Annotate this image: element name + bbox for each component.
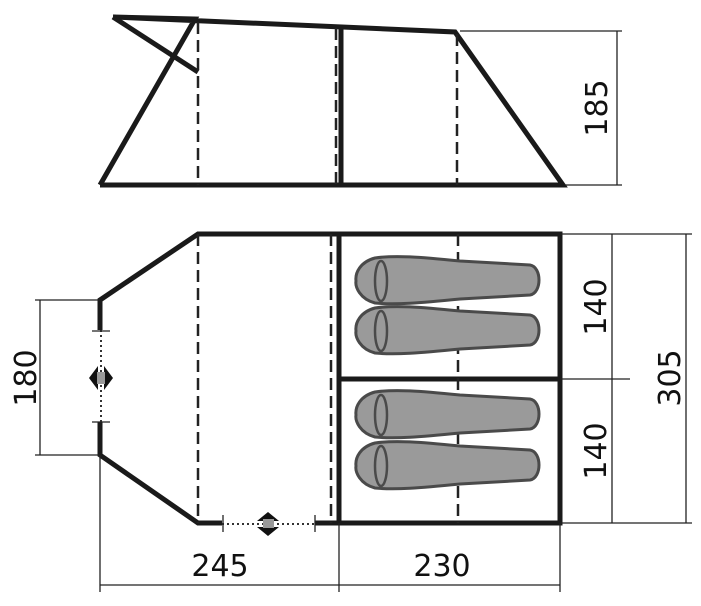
- sleeping-bag-hood: [373, 259, 389, 303]
- sleeping-bag-hood: [373, 444, 389, 488]
- front-door-arrow-icon: [257, 512, 279, 536]
- total-width-label: 305: [653, 349, 688, 406]
- side-view-guy-line: [111, 14, 200, 75]
- vestibule-length-label: 245: [191, 549, 248, 584]
- sleeping-bag-hood: [373, 393, 389, 437]
- floor-outline: [97, 422, 222, 526]
- sleeping-bag-icon: [354, 389, 541, 440]
- door-width-label: 180: [9, 349, 44, 406]
- sleeping-bag-icon: [354, 305, 541, 356]
- sleeping-bag-icon: [354, 440, 541, 491]
- compartment-1-width-label: 140: [579, 278, 614, 335]
- compartment-2-width-label: 140: [579, 422, 614, 479]
- sleeping-bag-hood: [373, 309, 389, 353]
- inner-length-label: 230: [413, 549, 470, 584]
- side-view-outline: [97, 14, 568, 188]
- floor-plan: 180 245 230 140 140 305: [9, 231, 692, 592]
- side-door-arrow-icon: [89, 366, 113, 390]
- side-view: 185: [97, 14, 622, 188]
- height-label: 185: [580, 79, 615, 136]
- sleeping-bag-icon: [354, 255, 541, 306]
